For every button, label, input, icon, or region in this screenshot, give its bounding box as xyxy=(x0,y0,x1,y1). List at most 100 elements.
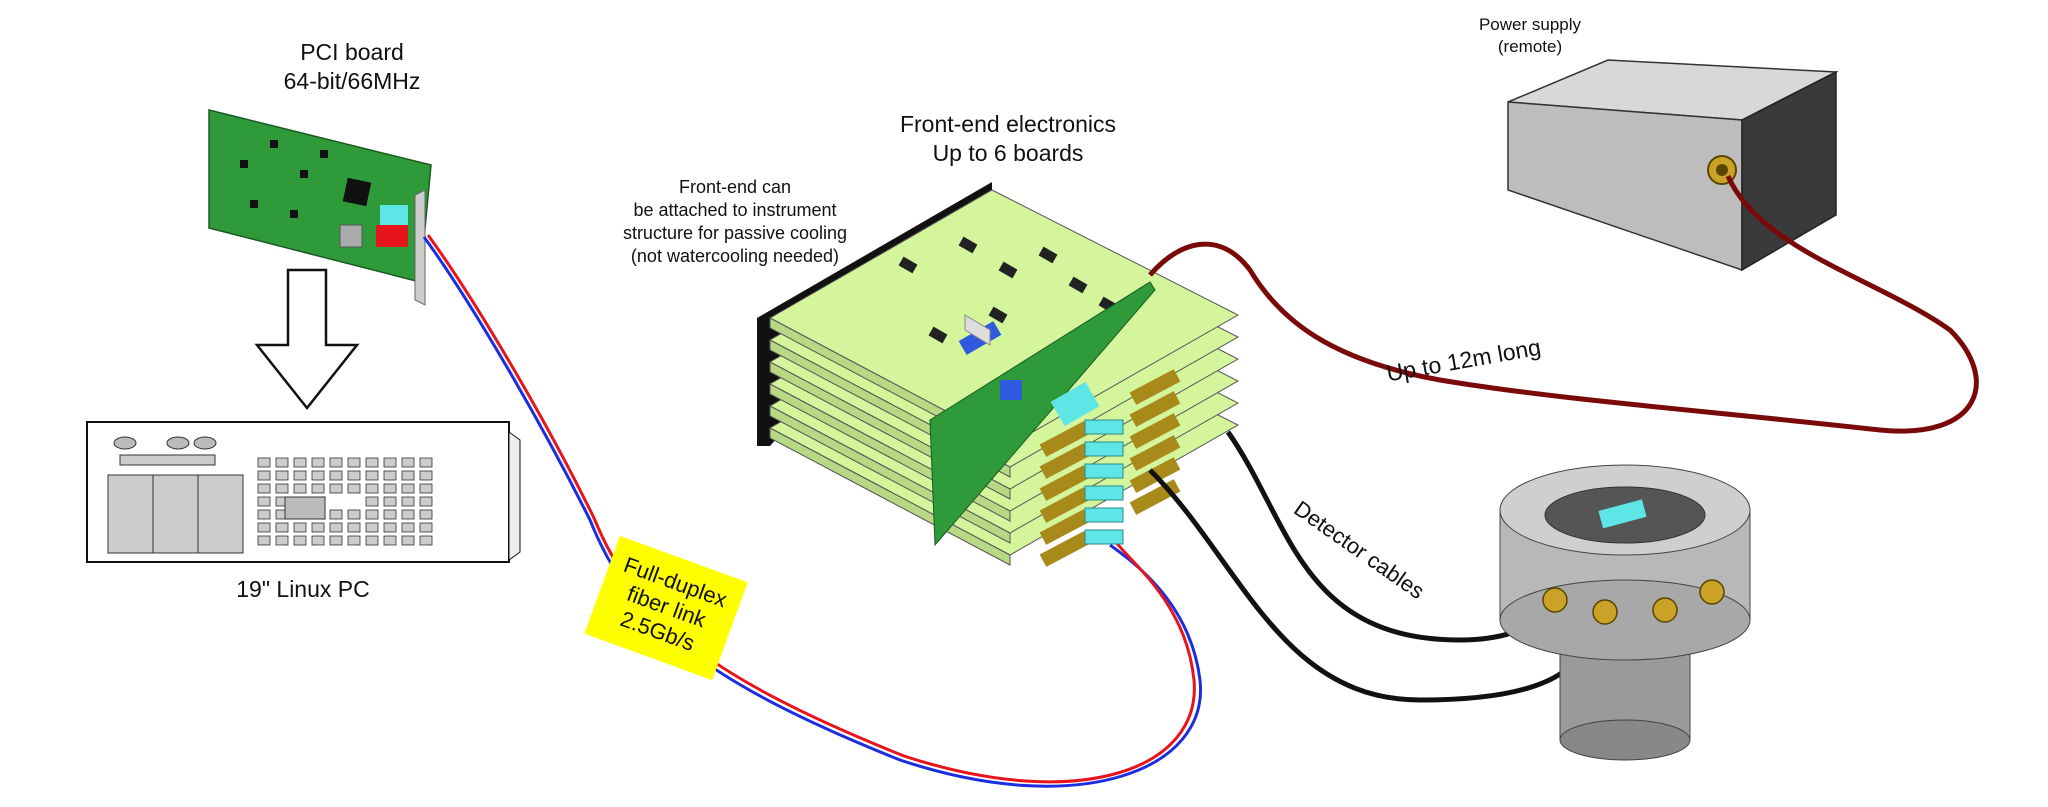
keyboard-key xyxy=(401,457,415,468)
fiber-connector xyxy=(1084,485,1124,501)
chip xyxy=(1038,246,1058,264)
keyboard-key xyxy=(401,470,415,481)
pci-board-title: PCI board xyxy=(300,39,404,65)
front-end-subtitle: Up to 6 boards xyxy=(933,140,1084,166)
front-end-note-3: structure for passive cooling xyxy=(623,223,847,243)
linux-pc xyxy=(86,421,521,563)
keyboard-key xyxy=(401,522,415,533)
front-end-connector xyxy=(1039,487,1091,523)
chip xyxy=(998,261,1018,279)
keyboard-key xyxy=(311,522,325,533)
fiber-link-label: Full-duplex fiber link 2.5Gb/s xyxy=(584,535,748,681)
keyboard-key xyxy=(275,535,289,546)
chip xyxy=(928,326,948,344)
keyboard-key xyxy=(257,470,271,481)
keyboard-key xyxy=(275,457,289,468)
keyboard-key xyxy=(383,509,397,520)
keyboard-key xyxy=(293,457,307,468)
keyboard-key xyxy=(329,470,343,481)
keyboard-key xyxy=(329,509,343,520)
chip xyxy=(988,306,1008,324)
keyboard-key xyxy=(329,522,343,533)
fiber-connector xyxy=(1084,463,1124,479)
cable-length-label: Up to 12m long xyxy=(1385,334,1543,387)
keyboard-key xyxy=(383,496,397,507)
keyboard-key xyxy=(257,522,271,533)
keyboard-key xyxy=(311,535,325,546)
front-end-connector xyxy=(1129,369,1181,405)
keyboard-key xyxy=(275,522,289,533)
power-supply-subtitle: (remote) xyxy=(1498,37,1562,56)
front-end-electronics xyxy=(757,182,1240,567)
fiber-connector xyxy=(1084,441,1124,457)
keyboard-key xyxy=(329,483,343,494)
linux-pc-label: 19" Linux PC xyxy=(236,576,369,602)
keyboard-key xyxy=(401,496,415,507)
front-end-connector xyxy=(1129,391,1181,427)
front-end-note-4: (not watercooling needed) xyxy=(631,246,839,266)
keyboard-key xyxy=(311,483,325,494)
keyboard-key xyxy=(401,483,415,494)
keyboard-key xyxy=(347,483,361,494)
chip xyxy=(958,236,978,254)
fiber-connector xyxy=(1084,419,1124,435)
fiber-connector xyxy=(1084,529,1124,545)
keyboard-key xyxy=(365,535,379,546)
keyboard-key xyxy=(347,457,361,468)
keyboard-key xyxy=(275,483,289,494)
front-end-note-2: be attached to instrument xyxy=(633,200,836,220)
keyboard-key xyxy=(383,457,397,468)
keyboard-key xyxy=(311,457,325,468)
keyboard-key xyxy=(365,509,379,520)
keyboard-key xyxy=(293,535,307,546)
keyboard-key xyxy=(347,522,361,533)
front-end-board-edge xyxy=(769,427,1011,566)
keyboard-key xyxy=(383,522,397,533)
keyboard-key xyxy=(419,457,433,468)
keyboard-key xyxy=(419,496,433,507)
keyboard-key xyxy=(257,496,271,507)
front-end-note-1: Front-end can xyxy=(679,177,791,197)
keyboard-key xyxy=(419,509,433,520)
front-end-title: Front-end electronics xyxy=(900,111,1116,137)
keyboard-key xyxy=(257,535,271,546)
keyboard-key xyxy=(365,470,379,481)
fiber-connector xyxy=(1084,507,1124,523)
keyboard-key xyxy=(293,522,307,533)
front-end-connector xyxy=(1039,509,1091,545)
pci-board-spec: 64-bit/66MHz xyxy=(284,68,421,94)
chip xyxy=(898,256,918,274)
keyboard-key xyxy=(383,483,397,494)
front-end-connector xyxy=(1039,531,1091,567)
front-end-connector xyxy=(1129,413,1181,449)
down-arrow-icon xyxy=(254,268,360,411)
keyboard-key xyxy=(419,470,433,481)
chip xyxy=(1068,276,1088,294)
front-end-connector xyxy=(1039,465,1091,501)
keyboard-key xyxy=(329,457,343,468)
power-cable xyxy=(1148,175,1979,434)
keyboard-key xyxy=(311,470,325,481)
keyboard-key xyxy=(329,535,343,546)
keyboard-key xyxy=(365,483,379,494)
pci-board xyxy=(208,109,432,306)
keyboard-key xyxy=(257,483,271,494)
keyboard-key xyxy=(401,509,415,520)
detector-cables-label: Detector cables xyxy=(1290,496,1430,604)
front-end-connector xyxy=(1039,443,1091,479)
keyboard-key xyxy=(347,470,361,481)
fiber-cable xyxy=(422,234,1202,788)
keyboard-key xyxy=(293,483,307,494)
keyboard-key xyxy=(257,509,271,520)
detector xyxy=(1499,464,1751,761)
keyboard-key xyxy=(419,483,433,494)
keyboard-key xyxy=(293,470,307,481)
keyboard-key xyxy=(419,522,433,533)
power-supply-title: Power supply xyxy=(1479,15,1582,34)
keyboard-key xyxy=(419,535,433,546)
keyboard-key xyxy=(257,457,271,468)
keyboard-key xyxy=(383,535,397,546)
front-end-connector xyxy=(1039,421,1091,457)
front-end-connector xyxy=(1129,435,1181,471)
